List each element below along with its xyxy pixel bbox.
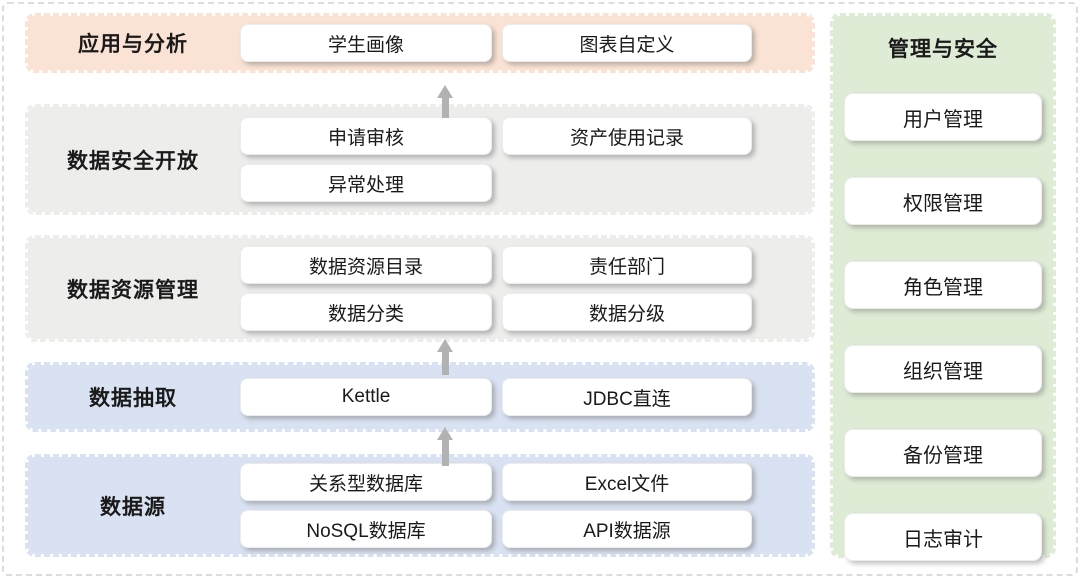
up-arrow-icon [437, 85, 453, 118]
side-box-user-mgmt: 用户管理 [844, 93, 1042, 141]
arrow-head [437, 85, 453, 98]
module-box-data-resource-catalog: 数据资源目录 [240, 246, 492, 284]
arrow-head [437, 339, 453, 352]
module-row: 申请审核 资产使用记录 [240, 117, 752, 155]
layer-band-data-source: 数据源 关系型数据库 Excel文件 NoSQL数据库 API数据源 [25, 454, 815, 557]
module-box-data-classification: 数据分类 [240, 293, 492, 331]
side-box-permission-mgmt: 权限管理 [844, 177, 1042, 225]
module-box-nosql-db: NoSQL数据库 [240, 510, 492, 548]
up-arrow-icon [437, 339, 453, 375]
module-box-relational-db: 关系型数据库 [240, 463, 492, 501]
layer-label-application: 应用与分析 [78, 33, 188, 56]
side-panel-management-security: 管理与安全 用户管理 权限管理 角色管理 组织管理 备份管理 日志审计 [830, 13, 1056, 561]
arrow-head [437, 427, 453, 440]
module-box-responsible-dept: 责任部门 [502, 246, 752, 284]
module-box-kettle: Kettle [240, 378, 492, 416]
module-row: 关系型数据库 Excel文件 [240, 463, 752, 501]
side-panel-title: 管理与安全 [888, 38, 998, 61]
side-box-log-audit: 日志审计 [844, 513, 1042, 561]
side-box-role-mgmt: 角色管理 [844, 261, 1042, 309]
layer-band-data-resource-mgmt: 数据资源管理 数据资源目录 责任部门 数据分类 数据分级 [25, 235, 815, 342]
arrow-stem [441, 98, 449, 118]
module-box-apply-review: 申请审核 [240, 117, 492, 155]
module-box-exception-handling: 异常处理 [240, 164, 492, 202]
layer-band-data-extraction: 数据抽取 Kettle JDBC直连 [25, 362, 815, 432]
up-arrow-icon [437, 427, 453, 466]
module-row: NoSQL数据库 API数据源 [240, 510, 752, 548]
layer-label-data-source: 数据源 [100, 495, 166, 519]
arrow-stem [441, 440, 449, 466]
side-box-backup-mgmt: 备份管理 [844, 429, 1042, 477]
module-row: 数据分类 数据分级 [240, 293, 752, 331]
side-panel-boxes: 用户管理 权限管理 角色管理 组织管理 备份管理 日志审计 [844, 93, 1042, 561]
module-box-asset-usage-record: 资产使用记录 [502, 117, 752, 155]
arrow-stem [441, 352, 449, 375]
layer-band-application: 应用与分析 学生画像 图表自定义 [25, 13, 815, 73]
side-box-org-mgmt: 组织管理 [844, 345, 1042, 393]
module-box-chart-custom: 图表自定义 [502, 24, 752, 62]
module-box-jdbc-direct: JDBC直连 [502, 378, 752, 416]
module-box-excel-file: Excel文件 [502, 463, 752, 501]
module-row: 异常处理 [240, 164, 752, 202]
module-row: Kettle JDBC直连 [240, 378, 752, 416]
layer-label-data-extraction: 数据抽取 [89, 387, 177, 410]
layer-band-data-security-open: 数据安全开放 申请审核 资产使用记录 异常处理 [25, 104, 815, 215]
layer-label-data-security-open: 数据安全开放 [67, 149, 199, 173]
layer-label-data-resource-mgmt: 数据资源管理 [67, 278, 199, 302]
module-box-student-portrait: 学生画像 [240, 24, 492, 62]
module-row: 数据资源目录 责任部门 [240, 246, 752, 284]
module-row: 学生画像 图表自定义 [240, 24, 752, 62]
module-box-api-data-source: API数据源 [502, 510, 752, 548]
module-box-data-grading: 数据分级 [502, 293, 752, 331]
